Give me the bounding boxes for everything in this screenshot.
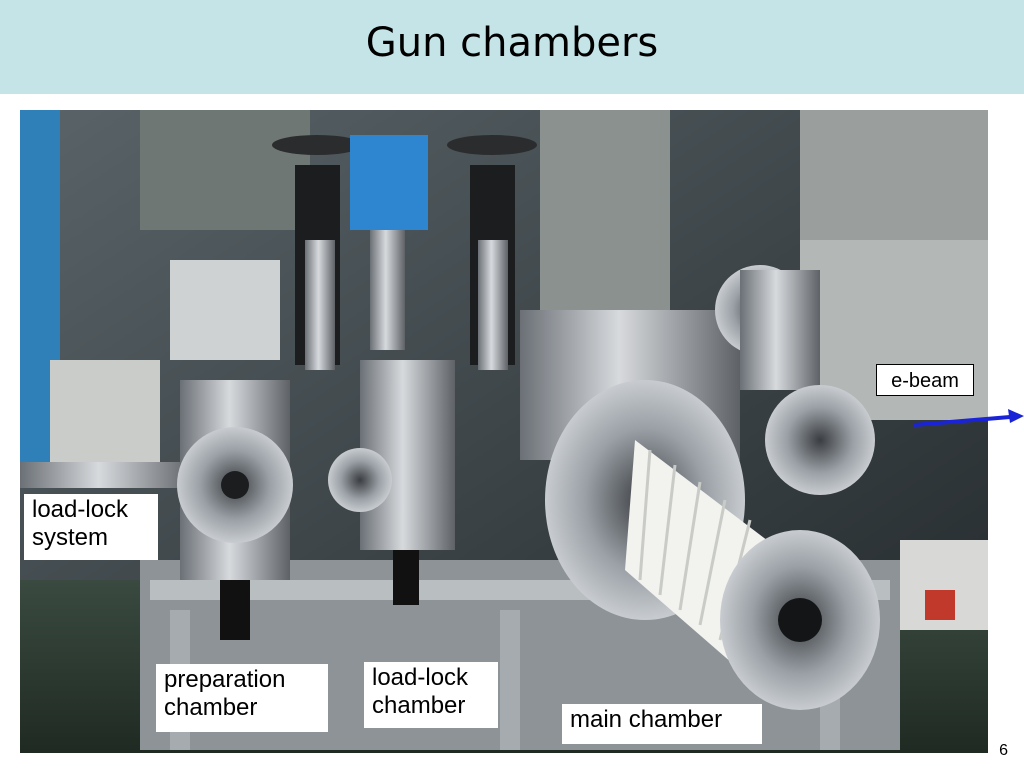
label-preparation-chamber: preparation chamber xyxy=(156,664,328,732)
label-load-lock-system: load-lock system xyxy=(24,494,158,560)
title-bar xyxy=(0,0,1024,94)
arrow-right-icon xyxy=(913,409,1024,427)
equipment-photo xyxy=(20,110,988,753)
label-e-beam: e-beam xyxy=(876,364,974,396)
slide-page-number: 6 xyxy=(999,742,1008,759)
label-load-lock-chamber: load-lock chamber xyxy=(364,662,498,728)
slide-title: Gun chambers xyxy=(365,20,659,66)
label-main-chamber: main chamber xyxy=(562,704,762,744)
